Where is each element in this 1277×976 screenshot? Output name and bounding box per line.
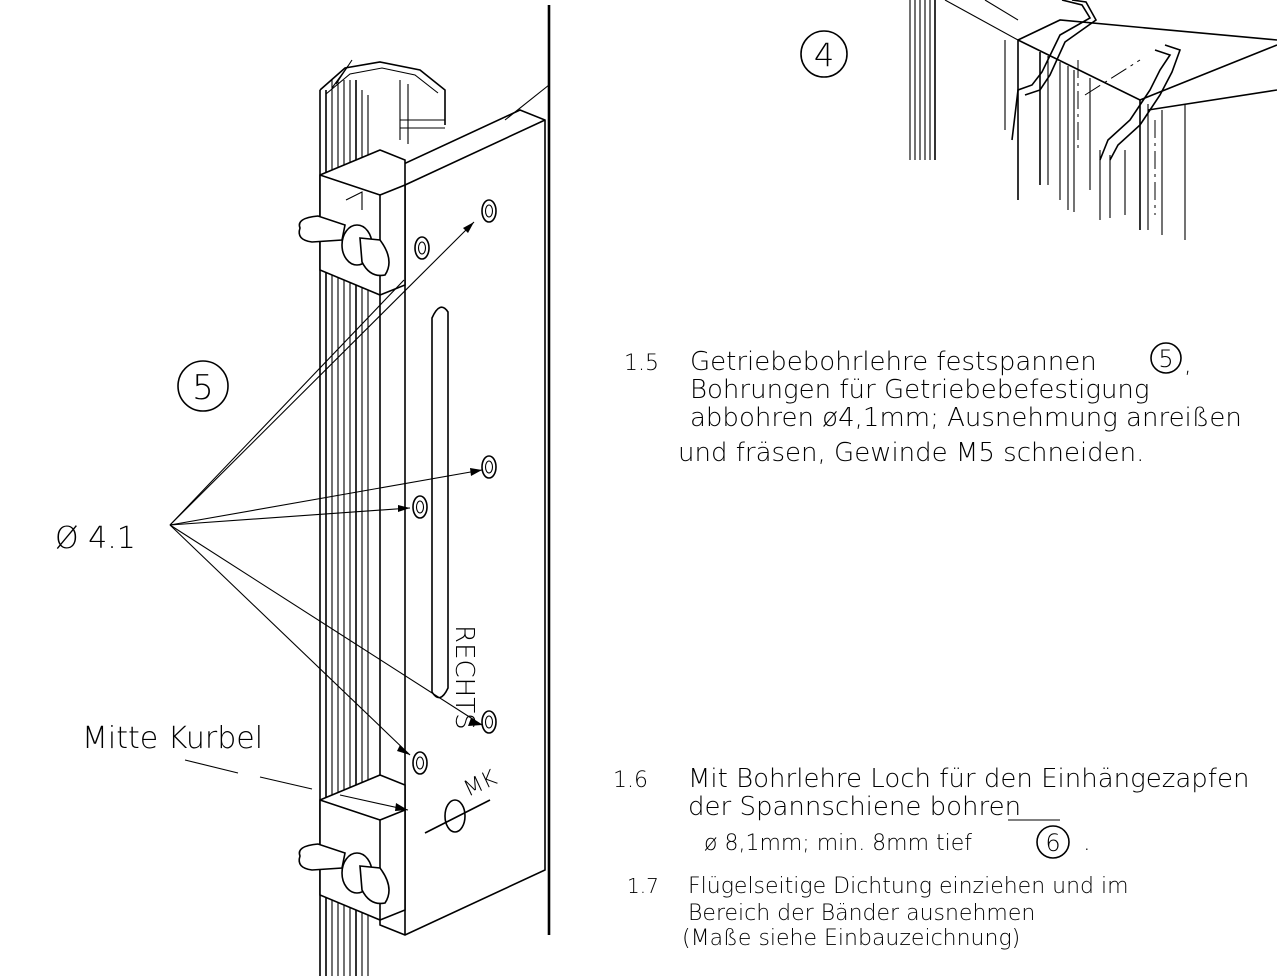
sash-detail [909, 0, 1277, 240]
svg-text:4: 4 [814, 36, 834, 74]
svg-text:5: 5 [192, 368, 214, 408]
marker-5: 5 [177, 360, 229, 412]
drill-jig-plate [379, 109, 546, 936]
step-1-5: 1.5 Getriebebohrlehre festspannen 5 , Bo… [624, 342, 1242, 468]
hole-icon [481, 710, 497, 734]
step-line: ø 8,1mm; min. 8mm tief [704, 831, 972, 856]
lower-clamp [319, 774, 406, 921]
svg-text:.: . [1083, 828, 1091, 856]
wing-nut-upper-icon [298, 215, 390, 277]
step-1-6: 1.6 Mit Bohrlehre Loch für den Einhängez… [613, 764, 1249, 859]
hole-icon [481, 199, 497, 223]
step-line: der Spannschiene bohren [688, 792, 1021, 822]
crank-marker-icon [424, 799, 491, 834]
step-line: Flügelseitige Dichtung einziehen und im [688, 874, 1129, 899]
drill-holes [412, 199, 497, 775]
step-1-7: 1.7 Flügelseitige Dichtung einziehen und… [627, 874, 1129, 951]
step-line: Getriebebohrlehre festspannen [690, 347, 1097, 377]
mitte-kurbel-label: Mitte Kurbel [82, 721, 263, 756]
ref-badge: 6 [1045, 829, 1060, 857]
wing-nut-lower-icon [298, 843, 390, 905]
rechts-label: RECHTS [449, 625, 479, 730]
step-number: 1.5 [624, 351, 659, 376]
step-number: 1.6 [613, 768, 648, 793]
hole-icon [414, 236, 430, 260]
step-line: (Maße siehe Einbauzeichnung) [682, 926, 1020, 951]
step-line: Mit Bohrlehre Loch für den Einhängezapfe… [688, 764, 1249, 794]
leader-lines [169, 221, 483, 811]
hole-icon [412, 751, 428, 775]
step-number: 1.7 [627, 874, 659, 898]
marker-4: 4 [800, 30, 848, 78]
svg-text:,: , [1184, 350, 1192, 378]
step-line: Bohrungen für Getriebebefestigung [690, 375, 1150, 405]
step-line: Bereich der Bänder ausnehmen [688, 901, 1035, 926]
step-line: abbohren ø4,1mm; Ausnehmung anreißen [690, 403, 1242, 433]
hole-icon [412, 495, 428, 519]
step-line: und fräsen, Gewinde M5 schneiden. [678, 438, 1144, 468]
diameter-label: Ø 4.1 [55, 521, 136, 556]
ref-badge: 5 [1158, 345, 1173, 373]
hole-icon [481, 455, 497, 479]
